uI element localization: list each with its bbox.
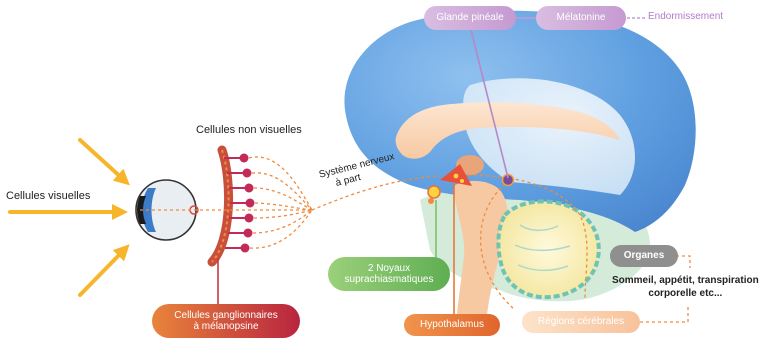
regions-cerebrales-label: Régions cérébrales [522, 311, 640, 333]
cerebellum [498, 201, 598, 297]
glande-pineale-label: Glande pinéale [424, 6, 516, 30]
label-cellules-visuelles: Cellules visuelles [6, 190, 90, 203]
endormissement-label: Endormissement [648, 11, 723, 23]
ganglion-label: Cellules ganglionnaires à mélanopsine [152, 304, 300, 338]
noyaux-label-line2: suprachiasmatiques [345, 274, 434, 285]
ganglion-label-line1: Cellules ganglionnaires [174, 310, 277, 321]
light-rays [10, 140, 124, 295]
light-ray-top [80, 140, 124, 180]
ganglion-cell [225, 244, 250, 253]
effets-label-line2: corporelle etc... [612, 288, 759, 300]
organes-label: Organes [610, 245, 678, 267]
ganglion-label-line2: à mélanopsine [193, 321, 258, 332]
organs-connector-top [676, 256, 690, 268]
retina-band [212, 150, 229, 262]
light-ray-bottom [80, 250, 124, 295]
ganglion-cell [230, 199, 255, 208]
ganglion-cell [228, 229, 253, 238]
effets-label: Sommeil, appétit, transpiration corporel… [612, 275, 759, 299]
noyaux-label-line1: 2 Noyaux [368, 263, 410, 274]
noyaux-label: 2 Noyaux suprachiasmatiques [328, 257, 450, 291]
effets-label-line1: Sommeil, appétit, transpiration [612, 275, 759, 287]
label-cellules-non-visuelles: Cellules non visuelles [196, 124, 302, 137]
ganglion-cell [229, 214, 254, 223]
melatonine-label: Mélatonine [536, 6, 626, 30]
hypothalamus-label: Hypothalamus [404, 314, 500, 336]
